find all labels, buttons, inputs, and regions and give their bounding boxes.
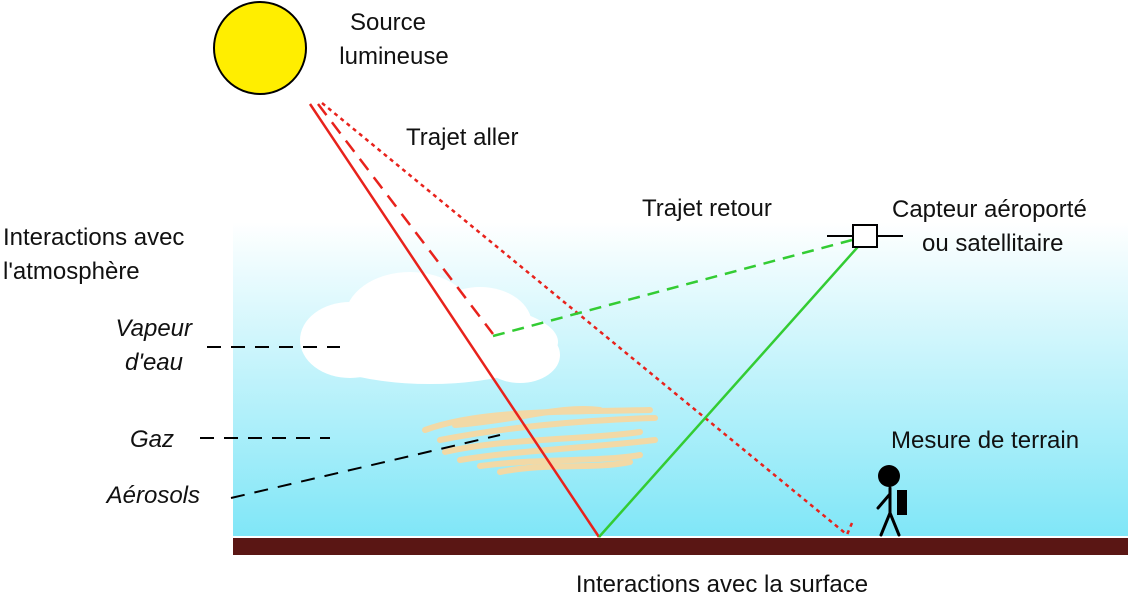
return-path-solid — [598, 239, 865, 538]
sun-icon — [213, 1, 307, 95]
sensor-label-line2: ou satellitaire — [922, 230, 1063, 257]
outbound-path-solid — [308, 103, 601, 538]
return-path-dashed — [492, 238, 853, 338]
surface-label: Interactions avec la surface — [576, 571, 868, 598]
gas-label: Gaz — [130, 426, 174, 453]
atmosphere-area — [233, 222, 1128, 538]
field-measurement-label: Mesure de terrain — [891, 427, 1079, 454]
vapor-label-line1: Vapeur — [116, 315, 194, 342]
return-path-label: Trajet retour — [642, 195, 772, 222]
person-icon — [876, 465, 907, 537]
sensor-label-line1: Capteur aéroporté — [892, 196, 1087, 223]
ground-surface — [233, 538, 1128, 555]
source-label-line1: Source — [350, 9, 426, 36]
sensor-icon — [827, 224, 903, 248]
vapor-label-line2: d'eau — [125, 349, 183, 376]
outbound-path-dotted — [321, 102, 846, 534]
outbound-path-dashed — [317, 103, 494, 335]
outbound-path-dotted-tail — [844, 522, 854, 538]
cloud-icon — [300, 272, 560, 384]
atmosphere-label-line2: l'atmosphère — [3, 258, 140, 285]
aerosols-label: Aérosols — [105, 482, 200, 509]
outbound-path-label: Trajet aller — [406, 124, 518, 151]
atmosphere-label-line1: Interactions avec — [3, 224, 184, 251]
source-label-line2: lumineuse — [339, 43, 448, 70]
gas-haze-icon — [422, 406, 658, 475]
